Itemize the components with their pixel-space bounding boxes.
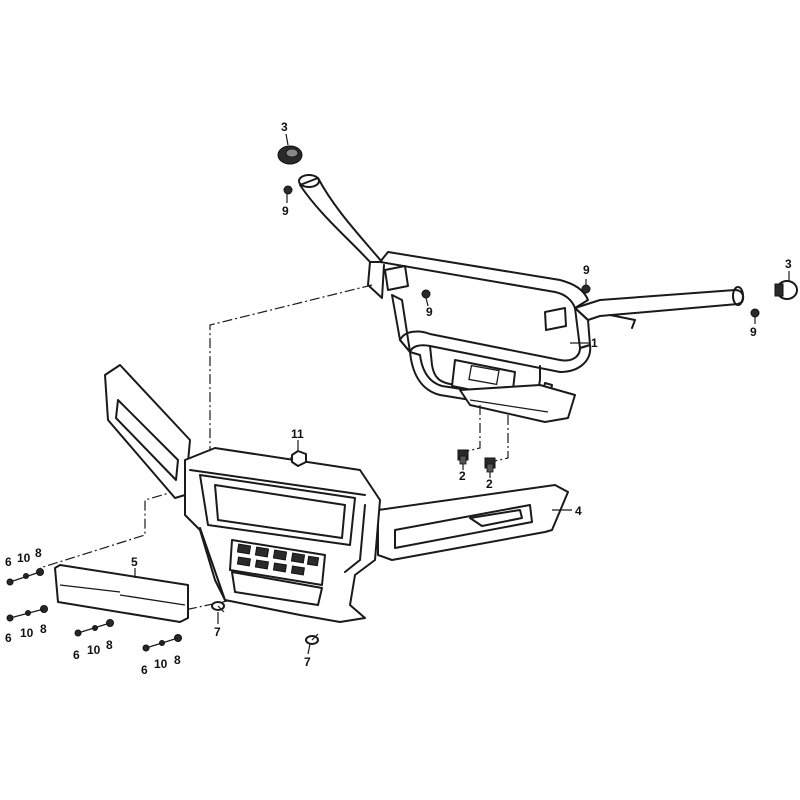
fastener-stack-3	[74, 619, 114, 637]
callout-2-right: 2	[486, 477, 493, 491]
callout-6-stack2: 6	[5, 631, 12, 645]
callout-7-bottom: 7	[304, 655, 311, 669]
leader-lines	[217, 133, 790, 655]
callout-7-left: 7	[214, 625, 221, 639]
bolt-2-left	[457, 449, 469, 465]
hardware	[6, 145, 798, 652]
callout-6-stack3: 6	[73, 648, 80, 662]
callout-2-left: 2	[459, 469, 466, 483]
bumper-housing	[184, 447, 381, 623]
nut-9-right	[581, 284, 591, 294]
bolt-2-right	[484, 457, 496, 473]
fastener-stack-2	[6, 605, 48, 622]
nut-11	[291, 450, 307, 467]
callout-8-stack3: 8	[106, 638, 113, 652]
screw-7-left	[211, 601, 225, 613]
callout-6-stack4: 6	[141, 663, 148, 677]
end-cap-upper	[277, 145, 303, 165]
callout-6-stack1: 6	[5, 555, 12, 569]
nut-9-upper	[283, 185, 293, 195]
callout-1: 1	[591, 336, 598, 350]
callout-11: 11	[291, 427, 304, 441]
callout-3-right: 3	[785, 257, 792, 271]
callout-3-upper: 3	[281, 120, 288, 134]
left-side-panel	[104, 364, 191, 499]
nut-9-center	[421, 289, 431, 299]
callout-9-center: 9	[426, 305, 433, 319]
nut-9-far-right	[750, 308, 760, 318]
lower-cover-plate	[54, 564, 189, 623]
callout-8-stack4: 8	[174, 653, 181, 667]
callout-10-stack4: 10	[154, 657, 168, 671]
callout-4: 4	[575, 504, 582, 518]
fastener-stack-1	[6, 568, 44, 586]
grille-slots	[236, 543, 320, 576]
end-cap-right	[774, 280, 798, 300]
right-side-panel	[377, 484, 572, 561]
callout-9-far-right: 9	[750, 325, 757, 339]
bumper-frame-tube	[298, 174, 745, 423]
fastener-stack-4	[142, 634, 182, 652]
callout-9-right: 9	[583, 263, 590, 277]
callout-10-stack3: 10	[87, 643, 101, 657]
callout-10-stack2: 10	[20, 626, 34, 640]
callout-8-stack2: 8	[40, 622, 47, 636]
callout-labels: 3 9 9 9 9 3 1 11 2 2 4 5 6 10 8 6 10 8 6…	[5, 120, 792, 677]
callout-8-stack1: 8	[35, 546, 42, 560]
callout-10-stack1: 10	[17, 551, 31, 565]
screw-7-bottom	[305, 633, 319, 645]
callout-5: 5	[131, 555, 138, 569]
callout-9-upper: 9	[282, 204, 289, 218]
